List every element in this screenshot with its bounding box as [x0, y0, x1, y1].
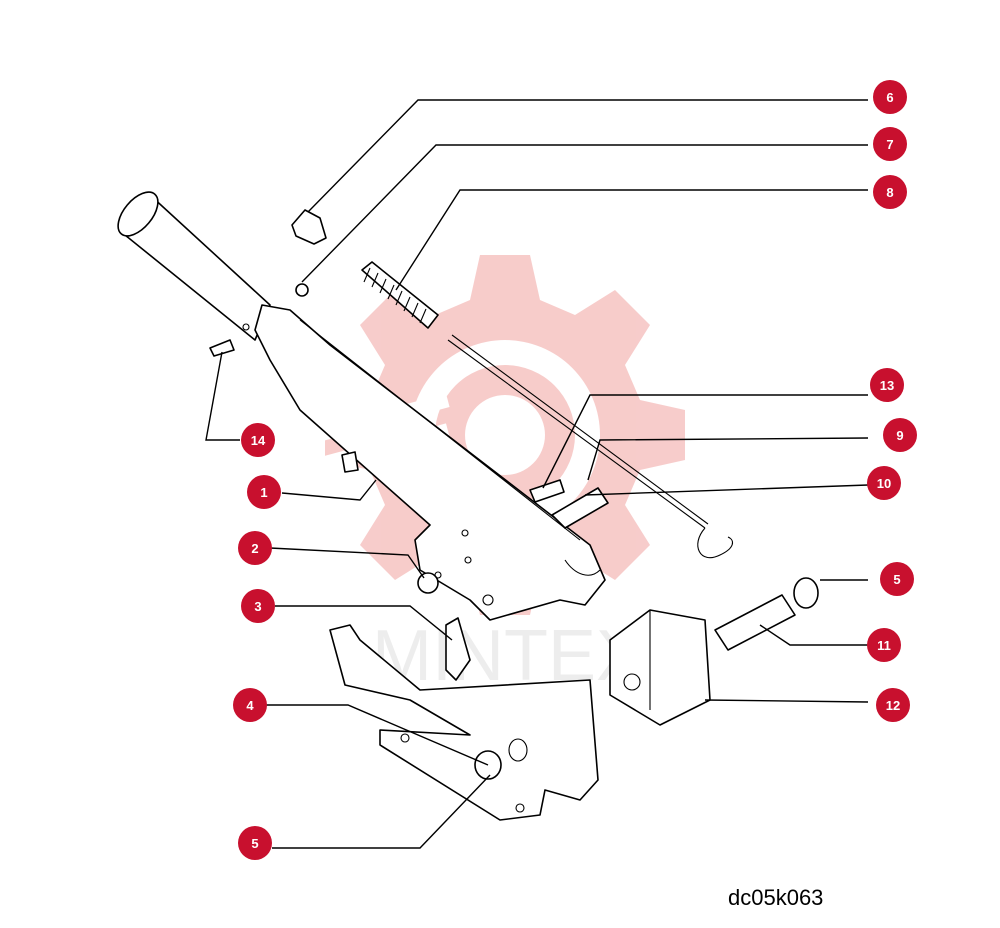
- svg-text:13: 13: [880, 378, 894, 393]
- callout-7: 7: [873, 127, 907, 161]
- callout-5-upper: 5: [880, 562, 914, 596]
- leader-lines: [205, 99, 869, 849]
- callout-3: 3: [241, 589, 275, 623]
- washer-part: [417, 572, 439, 594]
- watermark-text: MINTEX: [372, 616, 644, 696]
- drawing-code-label: dc05k063: [728, 885, 824, 910]
- callout-14: 14: [241, 423, 275, 457]
- pin-part-10: [551, 487, 609, 529]
- svg-text:8: 8: [886, 185, 893, 200]
- cap-part: [291, 209, 327, 245]
- callout-10: 10: [867, 466, 901, 500]
- svg-text:14: 14: [251, 433, 266, 448]
- svg-text:1: 1: [260, 485, 267, 500]
- spring-part: [361, 261, 439, 329]
- svg-text:5: 5: [893, 572, 900, 587]
- callout-6: 6: [873, 80, 907, 114]
- callout-12: 12: [876, 688, 910, 722]
- callout-13: 13: [870, 368, 904, 402]
- callout-5-lower: 5: [238, 826, 272, 860]
- screw-part: [209, 339, 235, 357]
- callout-4: 4: [233, 688, 267, 722]
- ring-part-upper: [793, 577, 819, 609]
- svg-text:5: 5: [251, 836, 258, 851]
- svg-text:11: 11: [877, 638, 891, 653]
- svg-text:7: 7: [886, 137, 893, 152]
- lever-handle-part: [117, 191, 606, 621]
- ball-part: [295, 283, 309, 297]
- callout-2: 2: [238, 531, 272, 565]
- svg-text:3: 3: [254, 599, 261, 614]
- callout-1: 1: [247, 475, 281, 509]
- callout-11: 11: [867, 628, 901, 662]
- callout-8: 8: [873, 175, 907, 209]
- pawl-part: [445, 617, 471, 681]
- svg-text:4: 4: [246, 698, 254, 713]
- svg-text:2: 2: [251, 541, 258, 556]
- svg-text:9: 9: [896, 428, 903, 443]
- svg-text:6: 6: [886, 90, 893, 105]
- callout-9: 9: [883, 418, 917, 452]
- svg-text:10: 10: [877, 476, 891, 491]
- pin-part-11: [714, 594, 796, 651]
- svg-text:12: 12: [886, 698, 900, 713]
- pin-part-13: [529, 479, 565, 503]
